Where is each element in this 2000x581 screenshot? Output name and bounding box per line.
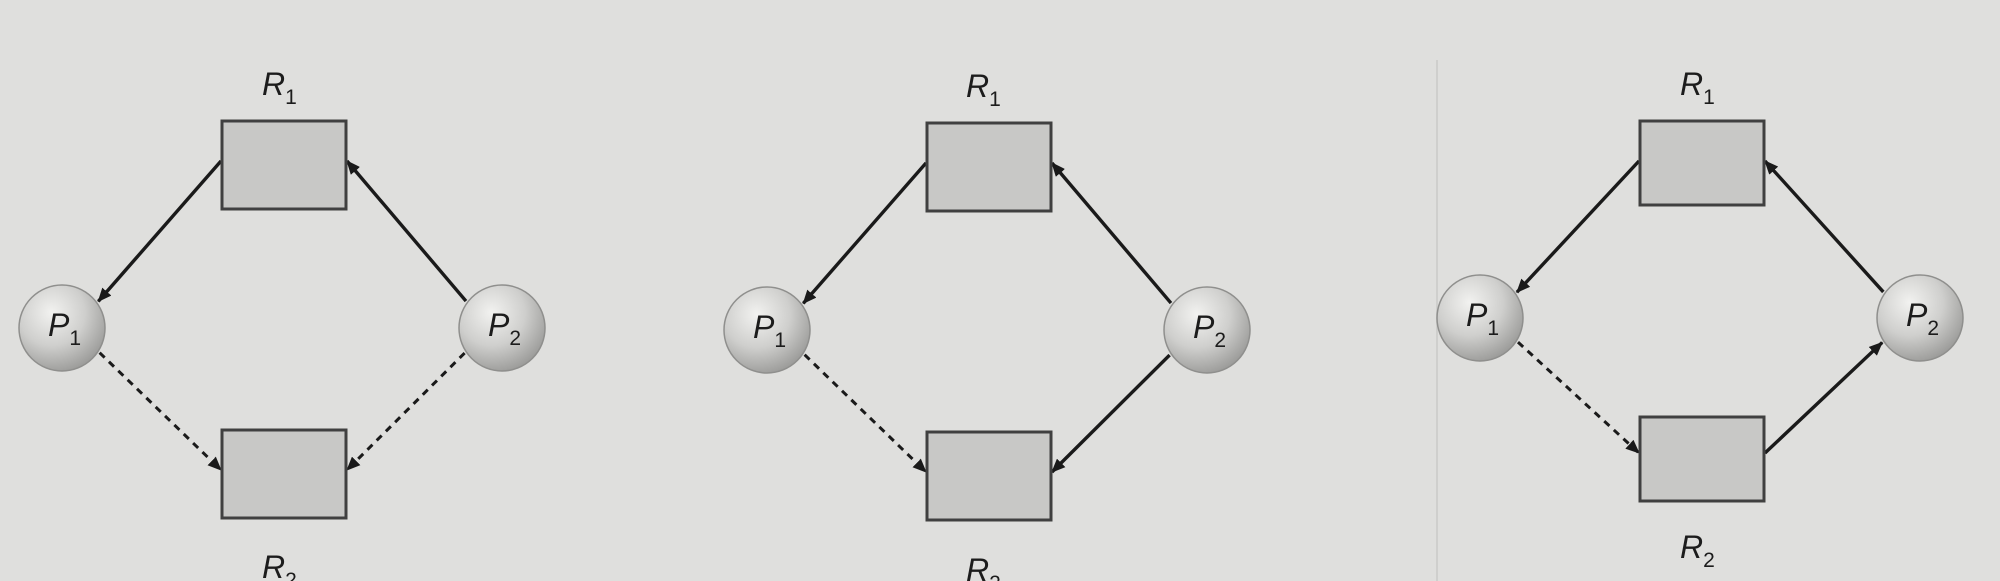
assignment-edge-r2-to-p2	[1763, 341, 1884, 455]
request-edge-p2-to-r1	[1050, 161, 1173, 305]
resource-box-r1	[925, 121, 1053, 213]
assignment-edge-r1-to-p1	[1515, 159, 1641, 294]
request-edge-p2-to-r1	[1763, 159, 1885, 294]
resource-label-r2: R2	[262, 549, 297, 581]
process-node-p2	[1163, 286, 1251, 374]
claim-edge-p1-to-r2	[98, 351, 223, 472]
resource-label-r2: R2	[966, 552, 1001, 581]
resource-box-r1	[220, 119, 348, 211]
resource-label-r1: R1	[262, 66, 297, 109]
request-edge-p2-to-r1	[345, 159, 468, 303]
process-node-p1	[1436, 274, 1524, 362]
process-node-p2	[458, 284, 546, 372]
claim-edge-p1-to-r2	[803, 353, 928, 474]
resource-label-r1: R1	[1680, 66, 1715, 109]
claim-edge-p2-to-r2	[345, 351, 466, 472]
resource-box-r2	[220, 428, 348, 520]
assignment-edge-r1-to-p1	[96, 159, 223, 303]
claim-edge-p1-to-r2	[1516, 341, 1641, 455]
resource-label-r2: R2	[1680, 529, 1715, 572]
resource-label-r1: R1	[966, 68, 1001, 111]
process-node-p1	[18, 284, 106, 372]
request-edge-p2-to-r2	[1050, 353, 1171, 474]
resource-box-r1	[1638, 119, 1766, 207]
resource-box-r2	[1638, 415, 1766, 503]
process-node-p1	[723, 286, 811, 374]
resource-box-r2	[925, 430, 1053, 522]
assignment-edge-r1-to-p1	[801, 161, 928, 305]
process-node-p2	[1876, 274, 1964, 362]
